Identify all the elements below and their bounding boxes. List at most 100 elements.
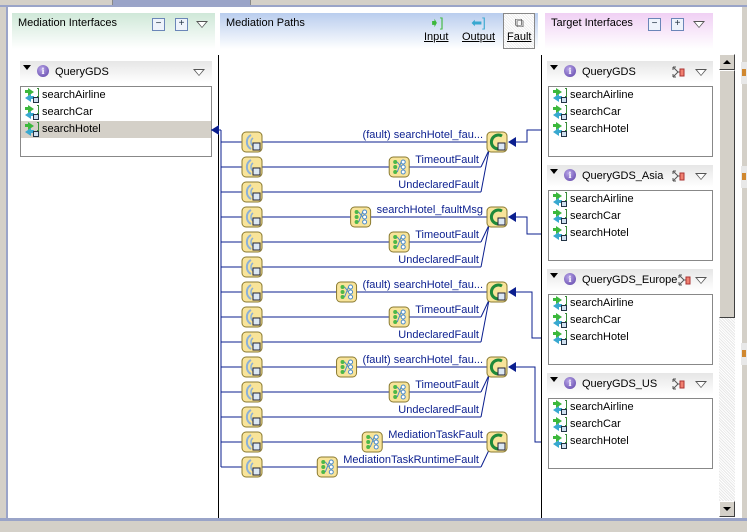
input-tool-button[interactable]: ➧] Input xyxy=(424,16,449,44)
expand-toggle-icon[interactable] xyxy=(550,65,558,70)
fault-badge-icon xyxy=(252,467,261,476)
transform-dot-icon xyxy=(321,465,326,469)
expand-toggle-icon[interactable] xyxy=(550,169,558,174)
interface-header[interactable]: i QueryGDS xyxy=(20,61,212,83)
fault-badge-icon xyxy=(497,367,506,376)
operation-icon xyxy=(553,88,568,103)
operation-item-selected[interactable]: searchHotel xyxy=(21,121,211,138)
operation-icon xyxy=(25,88,40,103)
transform-dot-icon xyxy=(400,389,406,395)
split-connection-icon[interactable] xyxy=(671,169,685,183)
transform-dot-icon xyxy=(400,309,406,315)
fault-path-label: (fault) searchHotel_fau... xyxy=(363,129,483,141)
operation-item[interactable]: searchAirline xyxy=(21,87,211,104)
split-connection-icon[interactable] xyxy=(671,65,685,79)
expand-toggle-icon[interactable] xyxy=(550,377,558,382)
expand-all-button[interactable]: + xyxy=(671,18,684,31)
split-connection-icon[interactable] xyxy=(671,377,685,391)
transform-dot-icon xyxy=(373,434,379,440)
operation-item[interactable]: searchCar xyxy=(549,104,712,121)
fault-path-label: TimeoutFault xyxy=(415,379,479,391)
transform-dot-icon xyxy=(393,310,398,314)
interface-menu-chevron-icon[interactable] xyxy=(695,173,707,180)
operation-item[interactable]: searchAirline xyxy=(549,87,712,104)
interface-name: QueryGDS xyxy=(55,66,109,78)
split-connection-icon[interactable] xyxy=(677,273,691,287)
operation-name: searchCar xyxy=(570,314,621,326)
output-tool-label: Output xyxy=(462,31,496,43)
fault-path-label: MediationTaskRuntimeFault xyxy=(343,454,479,466)
fault-badge-icon xyxy=(252,242,261,251)
transform-dot-icon xyxy=(373,444,379,450)
transform-link-icon xyxy=(369,436,375,448)
operation-item[interactable]: searchHotel xyxy=(549,225,712,242)
fault-badge-icon xyxy=(252,267,261,276)
interface-header[interactable]: i QueryGDS_Europe xyxy=(547,269,713,291)
operation-item[interactable]: searchHotel xyxy=(549,329,712,346)
operation-item[interactable]: searchAirline xyxy=(549,191,712,208)
operation-item[interactable]: searchCar xyxy=(21,104,211,121)
expand-toggle-icon[interactable] xyxy=(550,273,558,278)
interface-header[interactable]: i QueryGDS_Asia xyxy=(547,165,713,187)
operation-item[interactable]: searchHotel xyxy=(549,121,712,138)
interface-header[interactable]: i QueryGDS xyxy=(547,61,713,83)
fault-path-label: UndeclaredFault xyxy=(398,329,479,341)
collapse-all-button[interactable]: − xyxy=(152,18,165,31)
scroll-thumb[interactable] xyxy=(719,70,735,318)
scroll-down-button[interactable] xyxy=(719,501,735,517)
interface-header[interactable]: i QueryGDS_US xyxy=(547,373,713,395)
transform-dot-icon xyxy=(340,295,345,299)
operation-item[interactable]: searchAirline xyxy=(549,399,712,416)
expand-all-button[interactable]: + xyxy=(175,18,188,31)
operation-icon xyxy=(25,105,40,120)
transform-link-icon xyxy=(396,236,402,248)
input-tool-label: Input xyxy=(424,31,449,43)
transform-dot-icon xyxy=(348,289,354,295)
operation-item[interactable]: searchCar xyxy=(549,208,712,225)
mediation-interfaces-title: Mediation Interfaces xyxy=(18,17,118,29)
operation-icon xyxy=(553,330,568,345)
operation-name: searchCar xyxy=(42,106,93,118)
transform-link-icon xyxy=(344,286,350,298)
view-menu-chevron-icon[interactable] xyxy=(196,21,208,28)
fault-badge-icon xyxy=(252,417,261,426)
operation-item[interactable]: searchAirline xyxy=(549,295,712,312)
fault-path-wire xyxy=(480,374,490,418)
transform-dot-icon xyxy=(393,160,398,164)
transform-link-icon xyxy=(396,161,402,173)
edge-marker xyxy=(741,343,747,365)
transform-link-icon xyxy=(396,386,402,398)
fault-path-label: TimeoutFault xyxy=(415,154,479,166)
output-tool-button[interactable]: ⬅] Output xyxy=(462,16,496,44)
fault-tool-label: Fault xyxy=(507,31,532,43)
fault-badge-icon xyxy=(252,192,261,201)
fault-path-label: TimeoutFault xyxy=(415,304,479,316)
fault-tool-button[interactable]: ⧉ Fault xyxy=(503,13,536,49)
transform-link-icon xyxy=(396,311,402,323)
fault-path-label: (fault) searchHotel_fau... xyxy=(363,354,483,366)
operation-icon xyxy=(25,122,40,137)
interface-menu-chevron-icon[interactable] xyxy=(695,381,707,388)
fault-path-wire xyxy=(480,449,490,468)
fault-badge-icon xyxy=(252,392,261,401)
interface-menu-chevron-icon[interactable] xyxy=(695,69,707,76)
fault-path-label: TimeoutFault xyxy=(415,229,479,241)
operation-item[interactable]: searchHotel xyxy=(549,433,712,450)
collapse-all-button[interactable]: − xyxy=(648,18,661,31)
interface-name: QueryGDS_US xyxy=(582,378,658,390)
transform-link-icon xyxy=(324,461,330,473)
expand-toggle-icon[interactable] xyxy=(23,65,31,70)
view-menu-chevron-icon[interactable] xyxy=(693,21,705,28)
interface-menu-chevron-icon[interactable] xyxy=(695,277,707,284)
target-scrollbar[interactable] xyxy=(719,54,735,517)
scroll-up-button[interactable] xyxy=(719,54,735,70)
operation-item[interactable]: searchCar xyxy=(549,416,712,433)
transform-dot-icon xyxy=(354,220,359,224)
interface-menu-chevron-icon[interactable] xyxy=(193,69,205,76)
operation-item[interactable]: searchCar xyxy=(549,312,712,329)
operation-name: searchAirline xyxy=(570,193,634,205)
fault-path-wire xyxy=(480,374,490,393)
